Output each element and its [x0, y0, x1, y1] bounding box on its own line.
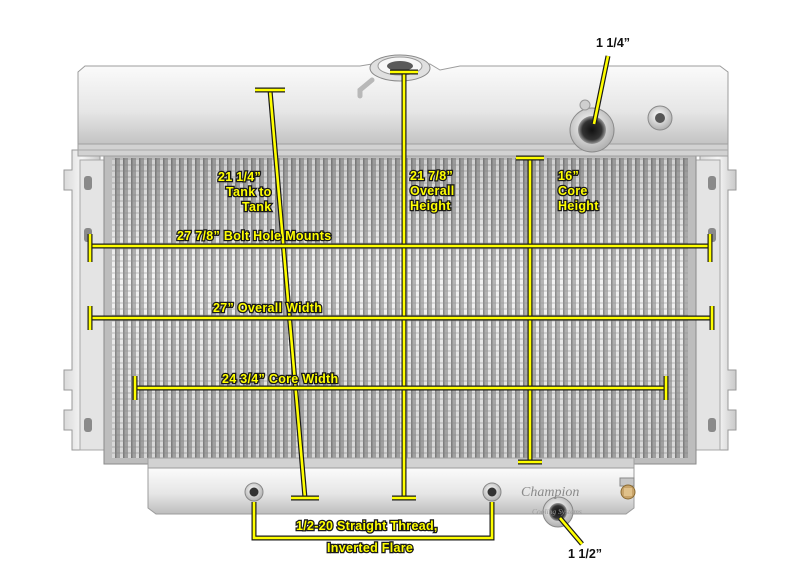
core-width-label: 24 3/4” Core Width	[222, 372, 338, 386]
upper-inlet-port	[569, 107, 615, 153]
overflow-tube	[357, 77, 375, 99]
bolt-hole-mounts-label: 27 7/8” Bolt Hole Mounts	[177, 229, 331, 243]
overall-height-label-line2: Overall	[410, 184, 455, 198]
tank-to-tank-label-line2: Tank to	[226, 185, 272, 199]
drain-petcock	[619, 477, 636, 500]
brand-subtitle: Cooling Systems	[532, 507, 582, 516]
core-height-line	[516, 155, 544, 465]
right-mounting-bracket	[695, 149, 737, 451]
left-trans-cooler-fitting	[244, 482, 264, 502]
core-height-label-line1: 16”	[558, 169, 579, 183]
lower-outlet-leader	[558, 516, 584, 546]
overall-width-label: 27” Overall Width	[213, 301, 322, 315]
brand-name: Champion	[521, 485, 579, 500]
dimension-lines	[87, 55, 715, 546]
tank-boss	[579, 99, 591, 111]
tank-to-tank-line	[255, 87, 319, 501]
filler-neck	[369, 54, 431, 82]
upper-inlet-size-label: 1 1/4”	[596, 36, 630, 50]
thread-label-line2: Inverted Flare	[327, 541, 413, 555]
core-shading	[112, 158, 688, 458]
thread-label-line1: 1/2-20 Straight Thread,	[296, 519, 438, 533]
upper-inlet-leader	[591, 55, 611, 125]
temp-sensor-port	[647, 105, 673, 131]
tank-to-tank-label-line3: Tank	[242, 200, 271, 214]
overall-height-label-line3: Height	[410, 199, 451, 213]
lower-outlet-size-label: 1 1/2”	[568, 547, 602, 561]
bolt-hole-mounts-line	[87, 234, 713, 262]
left-mounting-bracket	[63, 149, 105, 451]
right-trans-cooler-fitting	[482, 482, 502, 502]
core-height-label-line2: Core	[558, 184, 588, 198]
lower-tank	[147, 457, 635, 515]
lower-outlet-port	[542, 496, 574, 528]
core-height-label-line3: Height	[558, 199, 599, 213]
core-width-line	[132, 376, 669, 400]
overall-height-line	[390, 69, 418, 501]
overall-height-label-line1: 21 7/8”	[410, 169, 453, 183]
thread-bracket-line	[251, 502, 495, 541]
tank-to-tank-label-line1: 21 1/4”	[218, 170, 261, 184]
overall-width-line	[87, 306, 715, 330]
